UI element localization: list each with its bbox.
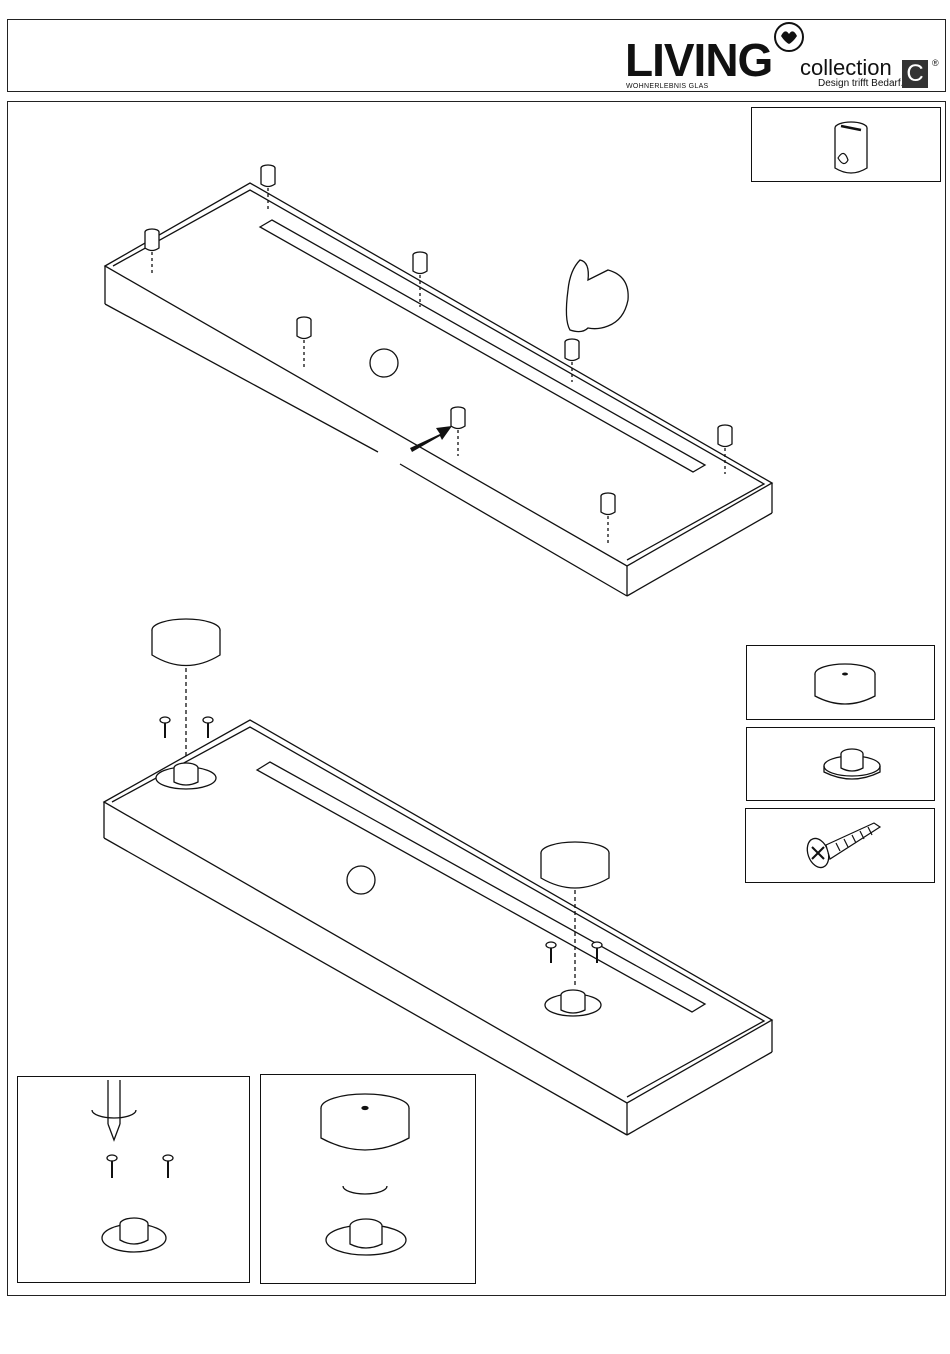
part-box-screw	[745, 808, 935, 883]
part-box-dowel	[751, 107, 941, 182]
part-box-base	[746, 727, 935, 801]
foot-base-icon	[747, 728, 936, 802]
part-box-cap	[746, 645, 935, 720]
countersunk-screw-icon	[746, 809, 936, 884]
detail-box-cap-turning	[260, 1074, 476, 1284]
collection-label: collection	[800, 56, 892, 80]
brand-subtitle: WOHNERLEBNIS GLAS	[626, 83, 709, 90]
brand-name: LIVING	[625, 37, 772, 83]
tagline: Design trifft Bedarf.	[818, 78, 903, 89]
dowel-pin-icon	[752, 108, 942, 183]
foot-cap-icon	[747, 646, 936, 721]
registered-mark: ®	[932, 58, 939, 68]
c-mark: C	[902, 60, 928, 88]
detail-box-screwing	[17, 1076, 250, 1283]
